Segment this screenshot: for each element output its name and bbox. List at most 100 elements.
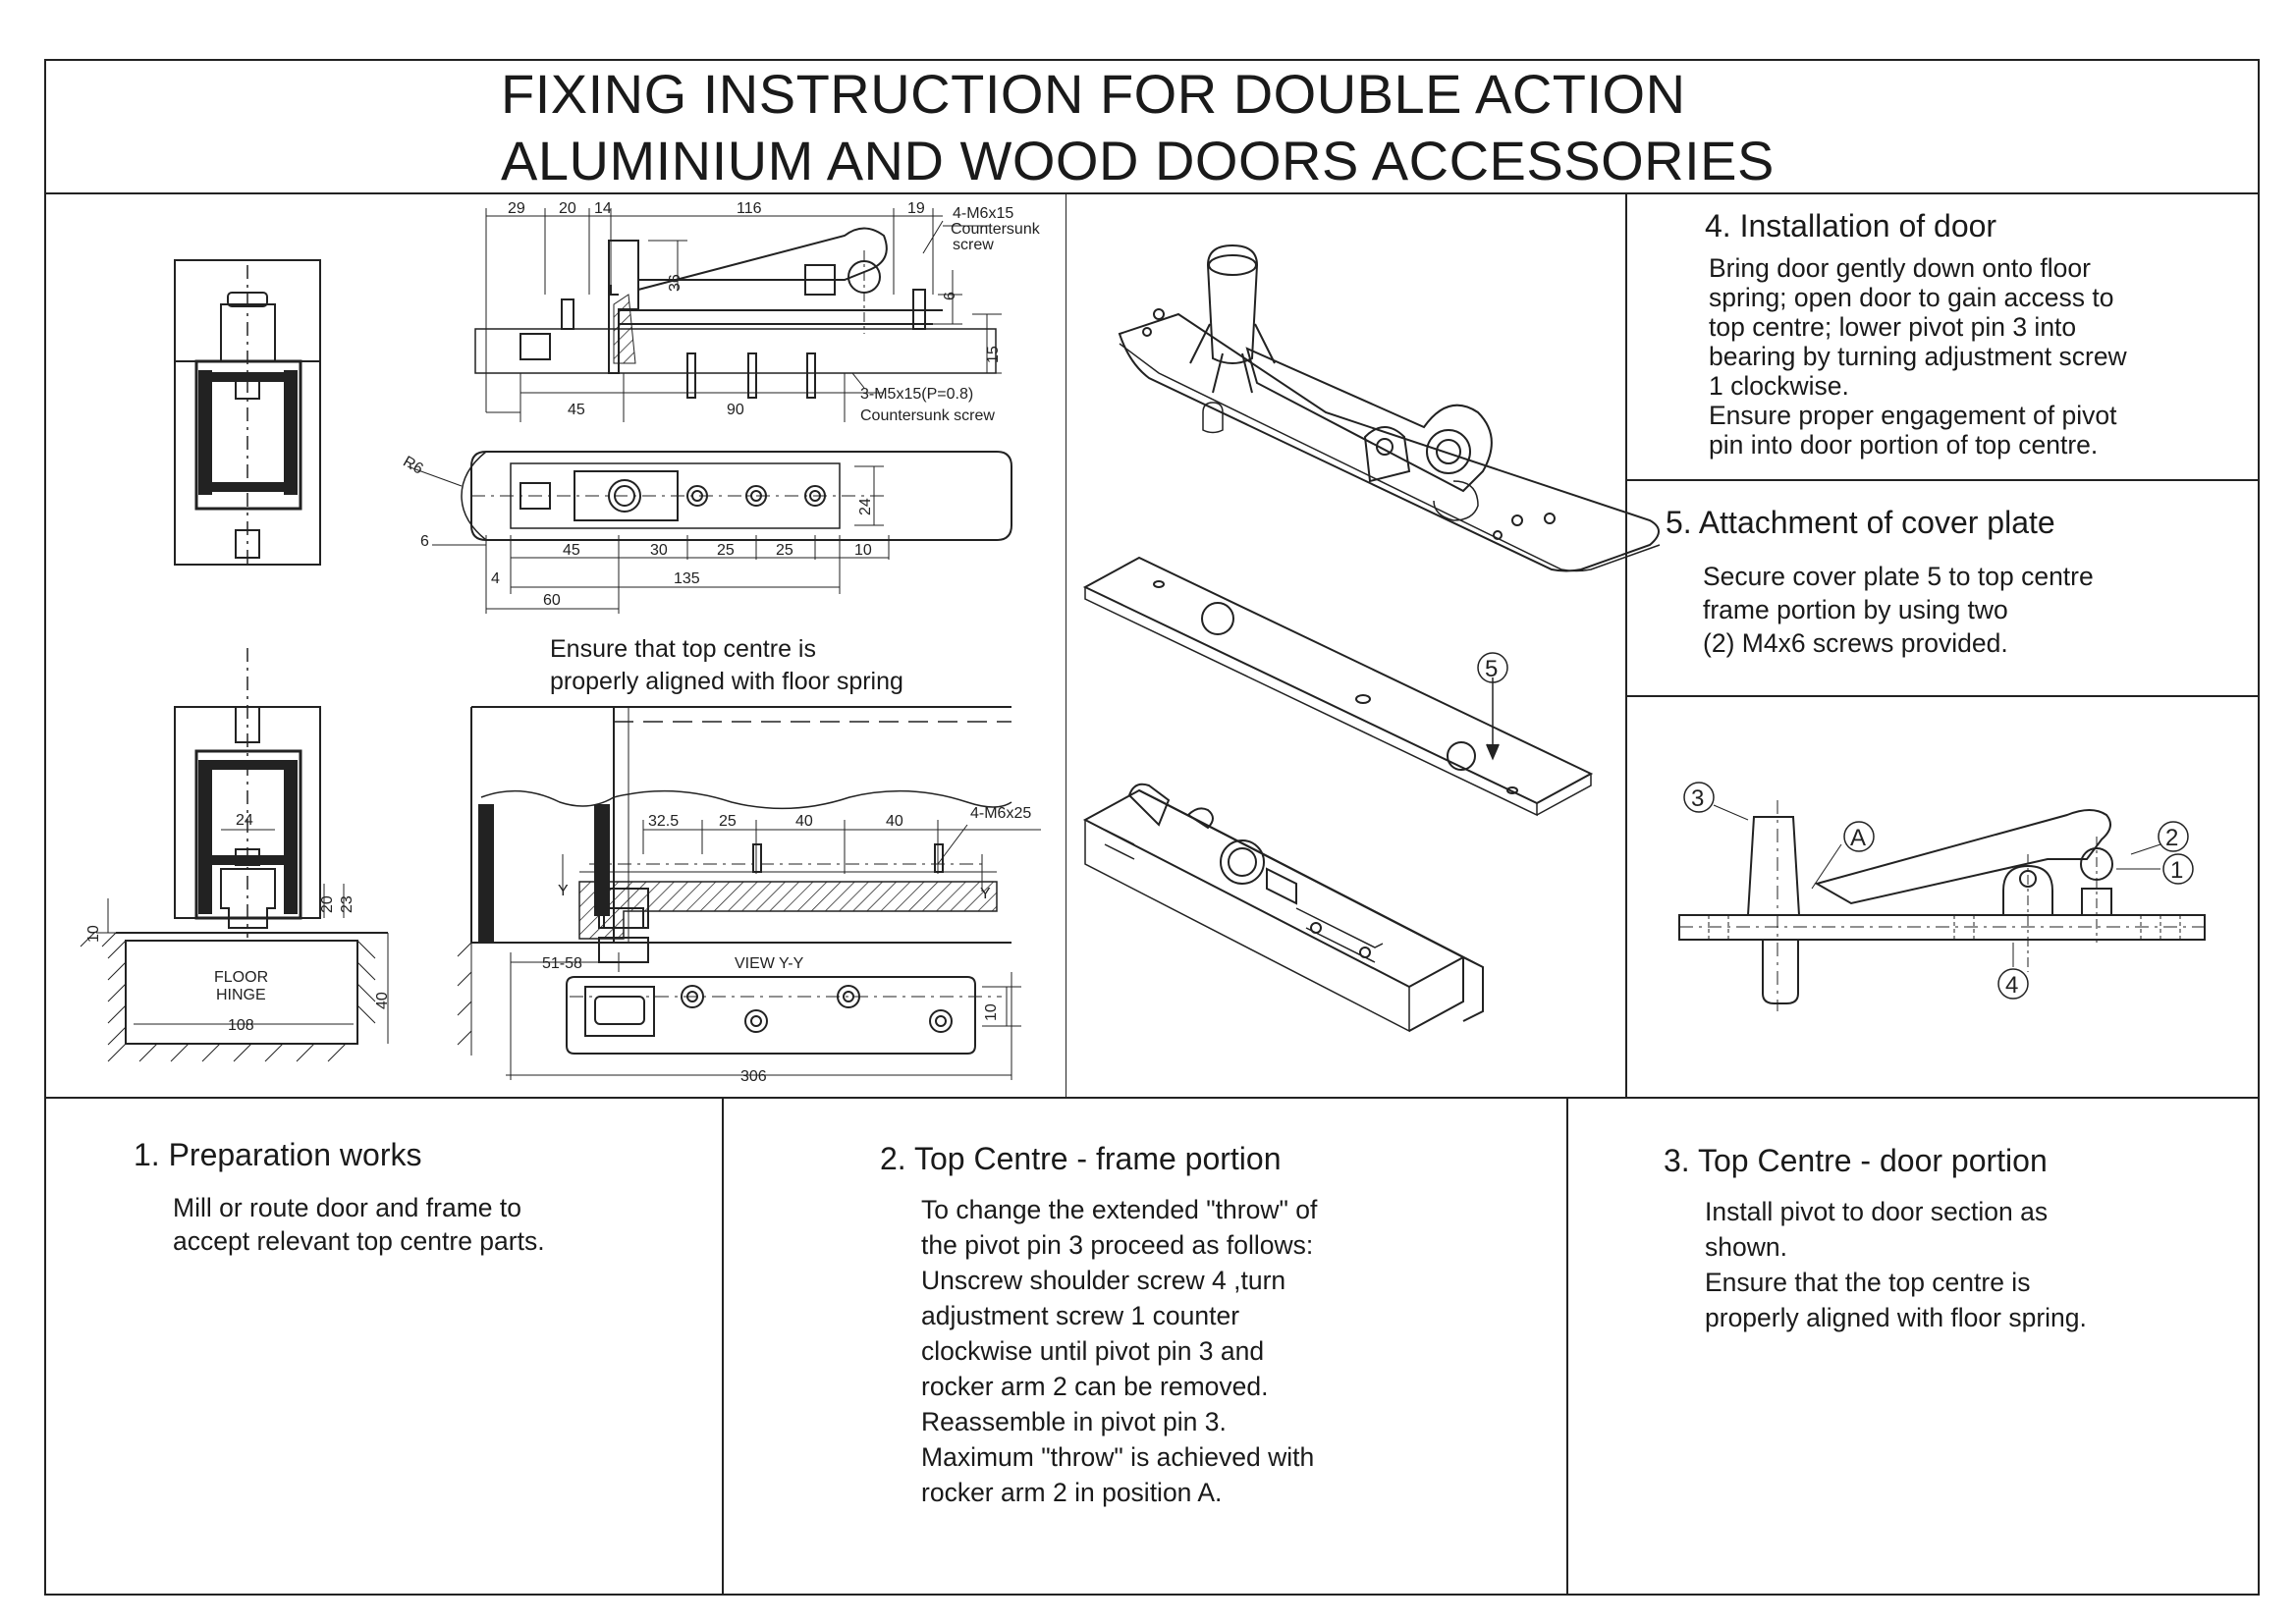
s4-line: Bring door gently down onto floor <box>1709 253 2091 283</box>
s2-line: To change the extended "throw" of <box>921 1195 1318 1224</box>
top-centre-elevation <box>474 208 1002 422</box>
top-centre-plan <box>407 451 1012 614</box>
viewyy-dim-51-58: 51-58 <box>542 955 582 972</box>
s4-line: top centre; lower pivot pin 3 into <box>1709 312 2077 342</box>
s4-line: spring; open door to gain access to <box>1709 283 2114 312</box>
plan-dim-4: 4 <box>491 570 500 587</box>
divider-right-col <box>1625 192 1627 1097</box>
s3-line: Install pivot to door section as <box>1705 1197 2049 1226</box>
plan-dim-10: 10 <box>854 542 872 559</box>
plan-dim-25a: 25 <box>717 542 735 559</box>
callout-3-circle <box>1683 782 1715 813</box>
plan-dim-25b: 25 <box>776 542 793 559</box>
elev-screw-bottom: Countersunk screw <box>860 407 995 424</box>
elev-screw-top: 4-M6x15 <box>953 205 1013 222</box>
s2-line: rocker arm 2 can be removed. <box>921 1372 1269 1401</box>
s3-line: properly aligned with floor spring. <box>1705 1303 2087 1332</box>
s4-line: pin into door portion of top centre. <box>1709 430 2099 460</box>
elev-dim-14: 14 <box>594 200 612 217</box>
plan-dim-24: 24 <box>857 498 874 515</box>
plan-dim-30: 30 <box>650 542 668 559</box>
elev-dim-116: 116 <box>737 200 762 217</box>
plan-dim-135: 135 <box>674 570 700 587</box>
elev-dim-19: 19 <box>907 200 925 217</box>
floor-dim-20: 20 <box>319 895 336 913</box>
drawing-frame <box>44 59 2260 1596</box>
elev-dim-6: 6 <box>942 292 958 300</box>
elev-dim-15: 15 <box>985 346 1002 363</box>
callout-2: 2 <box>2165 825 2178 851</box>
door-frame-elevation-top <box>174 259 321 569</box>
title-divider <box>44 192 2260 194</box>
divider-bottom-2 <box>1566 1097 1568 1596</box>
section-4-body: Bring door gently down onto floor spring… <box>1709 253 2127 460</box>
s5-line: Secure cover plate 5 to top centre <box>1703 562 2094 591</box>
alignment-note-line: Ensure that top centre is <box>550 635 816 663</box>
viewyy-title: VIEW Y-Y <box>735 955 804 972</box>
plan-dim-60: 60 <box>543 592 561 609</box>
s5-line: frame portion by using two <box>1703 595 2008 624</box>
viewyy-dim-306: 306 <box>740 1068 767 1085</box>
alignment-note-line: properly aligned with floor spring <box>550 668 903 695</box>
alignment-note: Ensure that top centre is properly align… <box>550 633 903 698</box>
floor-dim-10: 10 <box>85 925 102 943</box>
callout-2-circle <box>2158 821 2189 852</box>
floor-dim-108: 108 <box>228 1017 254 1034</box>
divider-s4-s5 <box>1625 479 2260 481</box>
title-line-2: ALUMINIUM AND WOOD DOORS ACCESSORIES <box>501 130 1775 191</box>
callout-5-circle <box>1477 652 1508 683</box>
isometric-frame-portion <box>1082 783 1484 1033</box>
section-screw: 4-M6x25 <box>970 805 1031 822</box>
elev-screw-top: screw <box>953 237 994 253</box>
elev-dim-36: 36 <box>667 274 683 292</box>
title-line-1: FIXING INSTRUCTION FOR DOUBLE ACTION <box>501 63 1686 125</box>
elev-screw-bottom: 3-M5x15(P=0.8) <box>860 386 973 403</box>
callout-5: 5 <box>1485 656 1498 682</box>
section-2-body: To change the extended "throw" of the pi… <box>921 1192 1317 1510</box>
divider-s5-diagram <box>1625 695 2260 697</box>
section-dim-40a: 40 <box>795 813 813 830</box>
s4-line: Ensure proper engagement of pivot <box>1709 401 2117 430</box>
s3-line: shown. <box>1705 1232 1787 1262</box>
s3-line: Ensure that the top centre is <box>1705 1268 2031 1297</box>
s2-line: the pivot pin 3 proceed as follows: <box>921 1230 1314 1260</box>
elev-dim-29: 29 <box>508 200 525 217</box>
callout-3: 3 <box>1691 785 1704 812</box>
floor-hinge-section <box>80 648 389 1062</box>
isometric-pivot-assembly <box>1118 244 1661 572</box>
plan-dim-45: 45 <box>563 542 580 559</box>
section-1-body: Mill or route door and frame to accept r… <box>173 1191 545 1258</box>
section-1-heading: 1. Preparation works <box>134 1137 422 1172</box>
plan-dim-r6: R6 <box>400 454 425 478</box>
s1-line: Mill or route door and frame to <box>173 1193 521 1222</box>
section-3-heading: 3. Top Centre - door portion <box>1664 1143 2048 1178</box>
floor-dim-40: 40 <box>374 992 391 1009</box>
s2-line: Maximum "throw" is achieved with <box>921 1442 1315 1472</box>
callout-1-circle <box>2162 853 2194 885</box>
isometric-cover-plate <box>1082 556 1594 817</box>
callout-4-circle <box>1997 968 2029 1000</box>
s1-line: accept relevant top centre parts. <box>173 1226 545 1256</box>
pivot-diagram <box>1678 800 2206 1011</box>
section-dim-32.5: 32.5 <box>648 813 679 830</box>
s2-line: Reassemble in pivot pin 3. <box>921 1407 1227 1436</box>
callout-1: 1 <box>2170 857 2183 884</box>
viewyy-dim-10: 10 <box>983 1003 1000 1021</box>
elev-screw-top: Countersunk <box>951 221 1041 238</box>
section-5-heading: 5. Attachment of cover plate <box>1666 505 2055 540</box>
section-dim-40b: 40 <box>886 813 903 830</box>
floor-dim-23: 23 <box>339 895 355 913</box>
s5-line: (2) M4x6 screws provided. <box>1703 628 2008 658</box>
divider-bottom-1 <box>722 1097 724 1596</box>
floor-dim-24: 24 <box>236 812 253 829</box>
s4-line: 1 clockwise. <box>1709 371 1849 401</box>
section-4-heading: 4. Installation of door <box>1705 208 1997 244</box>
callout-4: 4 <box>2005 972 2018 999</box>
callout-a: A <box>1850 825 1866 851</box>
floor-hinge-label: HINGE <box>216 987 266 1003</box>
s4-line: bearing by turning adjustment screw <box>1709 342 2127 371</box>
s2-line: adjustment screw 1 counter <box>921 1301 1240 1330</box>
section-divider-main <box>44 1097 2260 1099</box>
callout-a-circle <box>1843 821 1875 852</box>
plan-dim-6: 6 <box>420 533 429 550</box>
